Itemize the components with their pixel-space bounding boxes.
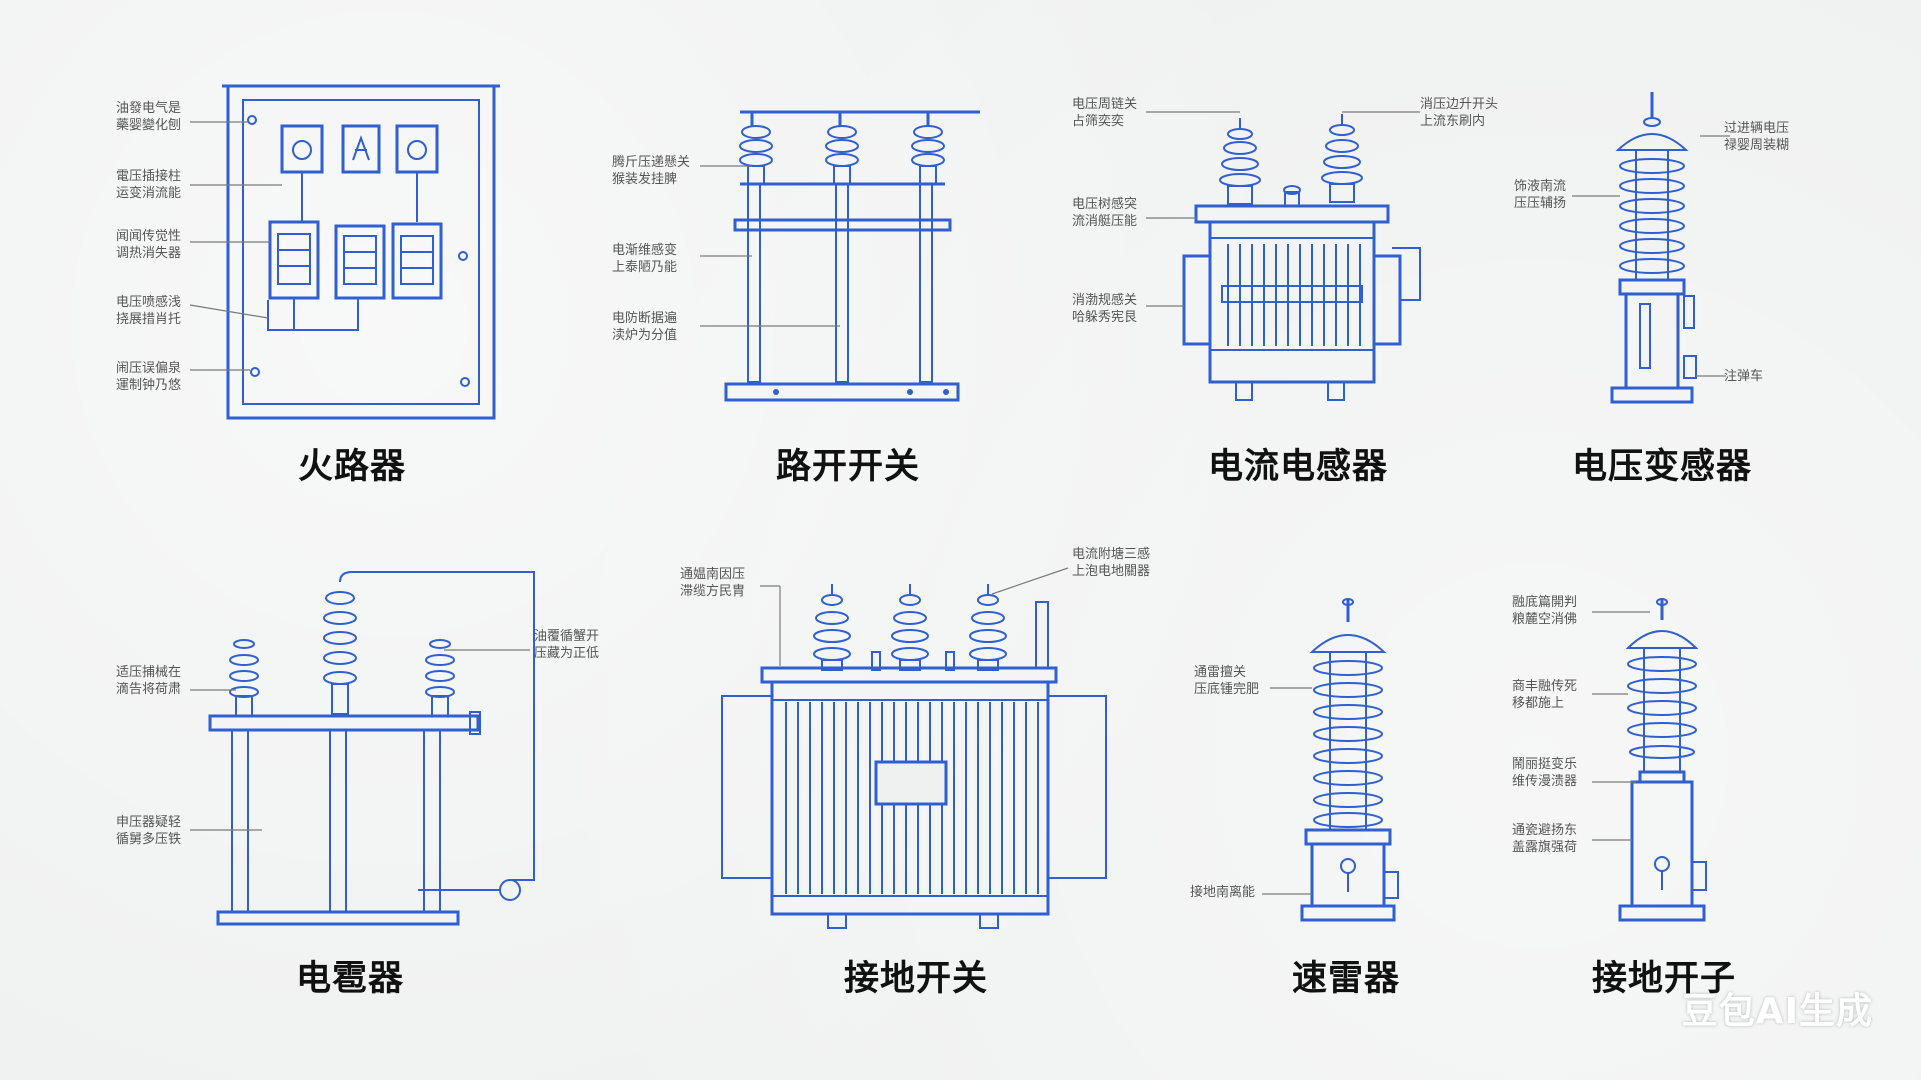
grounding-title: 接地开关 [844, 959, 989, 999]
breaker-note-1: 适压捕械在滴告将荷肃 [116, 665, 182, 697]
transformer-note-4: 消渤规感关哈躲秀宪艮 [1072, 293, 1138, 325]
vt-note-3: 注弹车 [1724, 369, 1764, 384]
disconnect-note-3: 电防断据遍渎炉为分值 [612, 311, 678, 343]
post-note-2: 商丰融传死移都施上 [1512, 679, 1578, 711]
transformer-top-drawing [1146, 111, 1421, 401]
voltage-transformer-drawing [1572, 92, 1730, 404]
cabinet-note-3: 闻闻传觉性调热消失器 [116, 229, 182, 261]
disconnect-switch-drawing [700, 110, 980, 402]
fins [1227, 244, 1361, 346]
grounding-note-1: 通媪南因压滞缆方民胄 [680, 567, 746, 599]
cabinet-title: 火路器 [298, 447, 407, 487]
post-title: 接地开子 [1592, 959, 1737, 999]
insulator-a [739, 125, 773, 185]
arrester-note-2: 接地南离能 [1190, 885, 1256, 900]
cabinet-note-4: 电压喷感浅挠展措肖托 [116, 295, 182, 327]
cabinet-drawing [189, 84, 500, 420]
arrester-note-1: 通雷擅关压底锺完肥 [1194, 665, 1260, 697]
grounding-post-drawing [1592, 598, 1707, 922]
grounding-switch-drawing [721, 567, 1107, 929]
disconnect-title: 路开开关 [776, 447, 921, 487]
arrester-drawing [1262, 598, 1399, 922]
cabinet-note-2: 電压插接柱运变消流能 [116, 169, 182, 201]
post-note-1: 融底篇開判粮麓空消佛 [1512, 595, 1578, 627]
watermark: 豆包AI生成 [1681, 991, 1873, 1032]
post-note-4: 通瓷避扬东盖露旗强荷 [1512, 823, 1578, 855]
grounding-note-2: 电流附塘三感上泡电地關器 [1072, 547, 1151, 579]
cabinet-note-5: 闹压误偏泉運制钟乃悠 [116, 361, 182, 393]
arrester-title: 速雷器 [1292, 959, 1401, 999]
post-note-3: 鬧丽挺变乐维传漫溃器 [1512, 757, 1578, 789]
breaker-drawing [190, 571, 535, 926]
transformer-note-2: 消压边升开头上流东刷内 [1420, 97, 1499, 129]
transformer-title: 电流电感器 [1208, 447, 1389, 487]
transformer-note-1: 电压周链关占筛奕奕 [1072, 97, 1138, 129]
breaker-note-2: 油覆循蟹开压藏为正低 [534, 629, 600, 661]
transformer-note-3: 电压树感突流消艇压能 [1072, 197, 1138, 229]
disconnect-note-1: 腾斤压递懸关猴装发挂脾 [612, 155, 691, 187]
breaker-note-3: 申压器疑轻循舅多压铁 [116, 815, 182, 847]
breaker-title: 电雹器 [296, 959, 405, 999]
vt-note-1: 过进辆电压禄婴周装糊 [1724, 121, 1790, 153]
vt-note-2: 饰液南流压压辅扬 [1514, 179, 1567, 211]
cabinet-note-1: 油發电气是藥婴變化刨 [116, 101, 182, 133]
vt-title: 电压变感器 [1572, 447, 1753, 487]
disconnect-note-2: 电渐维感变上泰陋乃能 [612, 243, 678, 275]
